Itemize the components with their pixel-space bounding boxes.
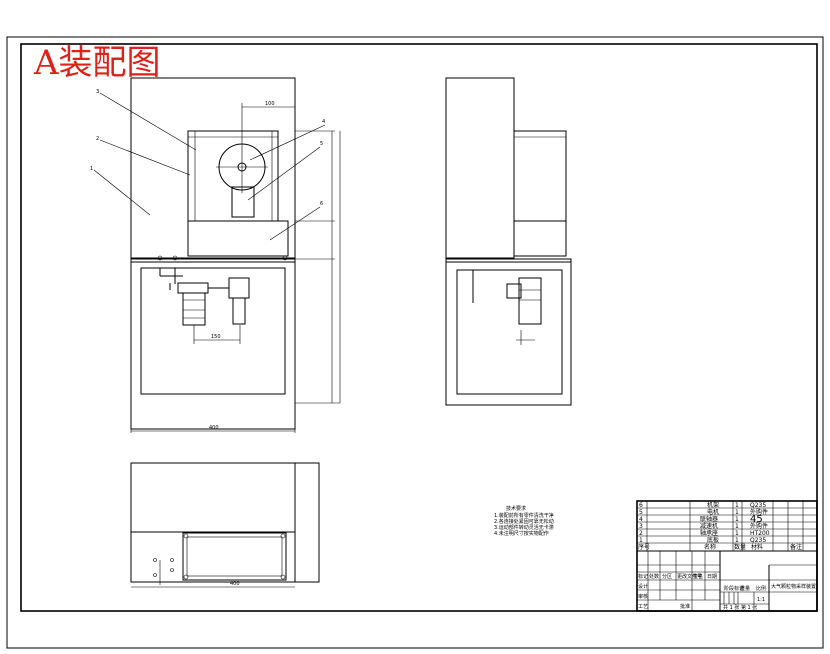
plan-outline bbox=[130, 462, 320, 583]
notes-line-4: 4.未注明尺寸按实物配作 bbox=[494, 530, 549, 537]
side-tall-panel bbox=[445, 77, 515, 259]
part-row-6-qty: 1 bbox=[735, 502, 739, 509]
coupling-right bbox=[228, 277, 250, 299]
tb-drawing-name: 大气颗粒物采样装置 bbox=[771, 583, 816, 590]
title-block: 6 机架 1 Q235 5 电机 1 外购件 4 联轴器 1 45 3 减速机 … bbox=[636, 500, 818, 612]
part-row-5-no: 5 bbox=[639, 509, 643, 516]
shaft-block bbox=[231, 186, 255, 218]
part-row-4-qty: 1 bbox=[735, 516, 739, 523]
side-lower-cabinet bbox=[445, 258, 572, 406]
side-upper-housing bbox=[513, 130, 567, 222]
part-row-4-no: 4 bbox=[639, 516, 643, 523]
part-row-5-mat: 外购件 bbox=[750, 508, 768, 516]
tb-stage: 阶段标记 bbox=[724, 585, 744, 592]
part-row-1-no: 1 bbox=[639, 537, 643, 544]
part-row-3-no: 3 bbox=[639, 523, 643, 530]
part-row-2-no: 2 bbox=[639, 530, 643, 537]
part-row-2-name: 轴承座 bbox=[700, 529, 718, 537]
side-cabinet-window bbox=[456, 269, 563, 395]
tb-role-approve: 批准 bbox=[680, 603, 690, 610]
side-coupling bbox=[506, 283, 522, 299]
side-base-block bbox=[513, 220, 567, 257]
tb-scale: 1:1 bbox=[757, 597, 765, 603]
tb-sheet: 共 1 张 第 1 张 bbox=[723, 604, 757, 611]
dim-front-width: 400 bbox=[209, 425, 219, 431]
motor-body bbox=[182, 292, 206, 326]
tb-ratio: 比例 bbox=[756, 585, 766, 592]
tb-role-review: 审核 bbox=[638, 593, 648, 600]
tb-label-change: 更改文件号 bbox=[677, 573, 702, 580]
tb-label-count: 处数 bbox=[649, 573, 659, 580]
leader-label-4: 4 bbox=[322, 119, 325, 125]
tb-weight: 重量 bbox=[740, 585, 750, 592]
leader-label-2: 2 bbox=[96, 136, 99, 142]
front-enclosure bbox=[130, 77, 296, 259]
part-row-2-mat: HT200 bbox=[750, 530, 770, 537]
notes-line-1: 1.装配前所有零件清洗干净 bbox=[494, 512, 554, 519]
shaft-lower bbox=[232, 297, 246, 325]
part-row-3-name: 减速机 bbox=[700, 522, 718, 530]
tb-label-sign: 签名 bbox=[693, 573, 703, 580]
leader-label-3: 3 bbox=[96, 89, 99, 95]
part-row-1-qty: 1 bbox=[735, 537, 739, 544]
upper-housing bbox=[187, 130, 279, 222]
leader-label-1: 1 bbox=[90, 166, 93, 172]
front-view: 150 100 400 3 2 1 4 5 6 bbox=[90, 77, 341, 433]
part-row-1-mat: Q235 bbox=[750, 537, 766, 544]
tb-label-mark: 标记 bbox=[638, 573, 648, 580]
coupling-left bbox=[177, 282, 209, 294]
sheet-outer-border bbox=[6, 36, 824, 649]
parts-header-qty: 数量 bbox=[734, 543, 746, 551]
notes-line-3: 3.运动部件转动灵活无卡滞 bbox=[494, 524, 554, 531]
tb-label-zone: 分区 bbox=[662, 573, 672, 580]
tb-label-date: 日期 bbox=[707, 574, 717, 580]
leader-label-6: 6 bbox=[320, 201, 323, 207]
part-row-1-name: 底板 bbox=[707, 536, 719, 544]
part-row-5-name: 电机 bbox=[707, 508, 719, 516]
part-row-4-mat: 45 bbox=[750, 514, 763, 525]
leader-label-5: 5 bbox=[320, 141, 323, 147]
technical-notes: 技术要求 1.装配前所有零件清洗干净 2.各连接处紧固可靠无松动 3.运动部件转… bbox=[494, 505, 554, 537]
lower-cabinet bbox=[130, 258, 296, 430]
plan-opening bbox=[182, 532, 287, 581]
side-motor bbox=[518, 277, 542, 325]
dim-100: 100 bbox=[265, 101, 275, 107]
title-block-frame bbox=[636, 500, 818, 612]
part-row-6-no: 6 bbox=[639, 502, 643, 509]
notes-line-2: 2.各连接处紧固可靠无松动 bbox=[494, 518, 554, 525]
part-row-4-name: 联轴器 bbox=[700, 515, 718, 523]
part-row-6-mat: Q235 bbox=[750, 502, 766, 509]
notes-heading: 技术要求 bbox=[506, 505, 526, 512]
plan-view: 400 bbox=[130, 462, 320, 588]
part-row-2-qty: 1 bbox=[735, 530, 739, 537]
dim-150: 150 bbox=[211, 334, 221, 340]
part-row-6-name: 机架 bbox=[707, 501, 719, 509]
sheet-inner-border bbox=[20, 43, 818, 612]
side-view bbox=[445, 77, 572, 406]
tb-role-design: 设计 bbox=[638, 583, 648, 590]
part-row-3-mat: 外购件 bbox=[750, 522, 768, 530]
parts-list: 6 机架 1 Q235 5 电机 1 外购件 4 联轴器 1 45 3 减速机 … bbox=[638, 501, 802, 551]
parts-header-name: 名称 bbox=[704, 543, 716, 551]
parts-header-no: 序号 bbox=[638, 543, 650, 551]
drawing-title: A装配图 bbox=[33, 43, 161, 83]
cabinet-window bbox=[140, 267, 286, 395]
part-row-3-qty: 1 bbox=[735, 523, 739, 530]
parts-header-note: 备注 bbox=[790, 543, 802, 551]
base-block bbox=[187, 220, 289, 257]
plan-dim-width: 400 bbox=[230, 581, 240, 587]
parts-header-mat: 材料 bbox=[751, 543, 763, 551]
tb-role-process: 工艺 bbox=[638, 604, 648, 610]
part-row-5-qty: 1 bbox=[735, 509, 739, 516]
